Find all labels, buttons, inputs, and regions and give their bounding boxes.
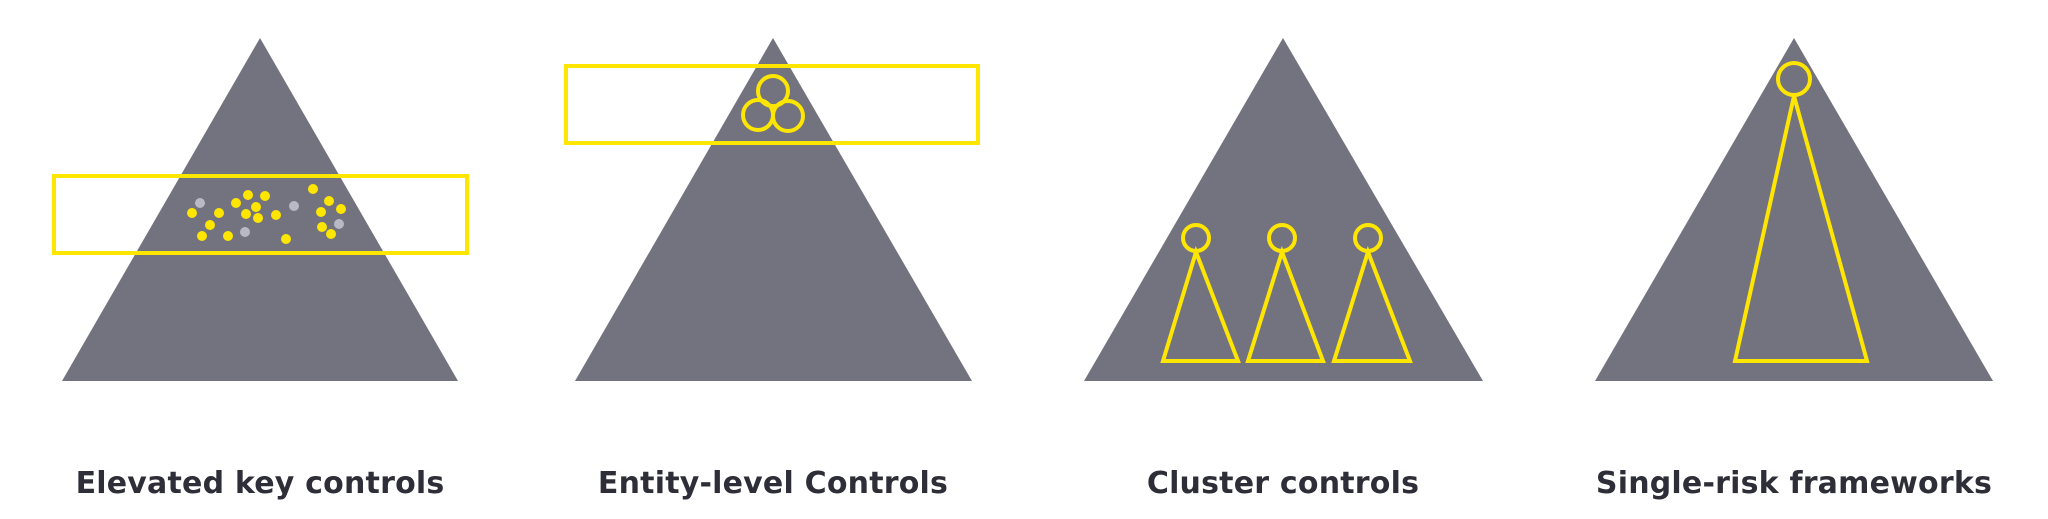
entity-circle [756, 74, 790, 108]
label-single-risk-frameworks: Single-risk frameworks [1595, 466, 1993, 501]
control-dot [241, 209, 251, 219]
inactive-control-dot [195, 198, 205, 208]
pyramid-shape [1595, 38, 1993, 381]
figure-body [1331, 245, 1413, 363]
control-dot [214, 208, 224, 218]
figure-body [1732, 95, 1870, 363]
inactive-control-dot [289, 201, 299, 211]
control-dot [253, 213, 263, 223]
control-dot [316, 207, 326, 217]
cluster-figure [1160, 223, 1241, 363]
control-dot [281, 234, 291, 244]
label-elevated-key-controls: Elevated key controls [75, 466, 445, 501]
control-dot [324, 196, 334, 206]
inactive-control-dot [240, 227, 250, 237]
control-dot [231, 198, 241, 208]
panel-cluster-controls [1084, 38, 1483, 381]
inactive-control-dot [334, 219, 344, 229]
figure-body [1160, 245, 1241, 363]
pyramid-shape [1084, 38, 1483, 381]
panel-single-risk-frameworks [1595, 38, 1993, 381]
control-dot [260, 191, 270, 201]
control-dot [271, 210, 281, 220]
figure-head [1776, 61, 1812, 97]
control-dots [187, 184, 346, 244]
control-dot [223, 231, 233, 241]
figure-body [1245, 245, 1326, 363]
control-dot [326, 229, 336, 239]
control-dot [308, 184, 318, 194]
control-dot [197, 231, 207, 241]
control-dot [243, 190, 253, 200]
entity-circle [771, 99, 805, 133]
pyramid-shape [575, 38, 972, 381]
panel-entity-level-controls [564, 38, 980, 381]
highlight-band [52, 174, 469, 255]
label-cluster-controls: Cluster controls [1146, 466, 1420, 501]
control-dot [317, 222, 327, 232]
control-dot [336, 204, 346, 214]
highlight-band [564, 64, 980, 145]
cluster-figure [1331, 223, 1413, 363]
control-dot [205, 220, 215, 230]
cluster-figure [1245, 223, 1326, 363]
control-dot [251, 202, 261, 212]
panel-elevated-key-controls [52, 38, 469, 381]
control-dot [187, 208, 197, 218]
label-entity-level-controls: Entity-level Controls [597, 466, 949, 501]
